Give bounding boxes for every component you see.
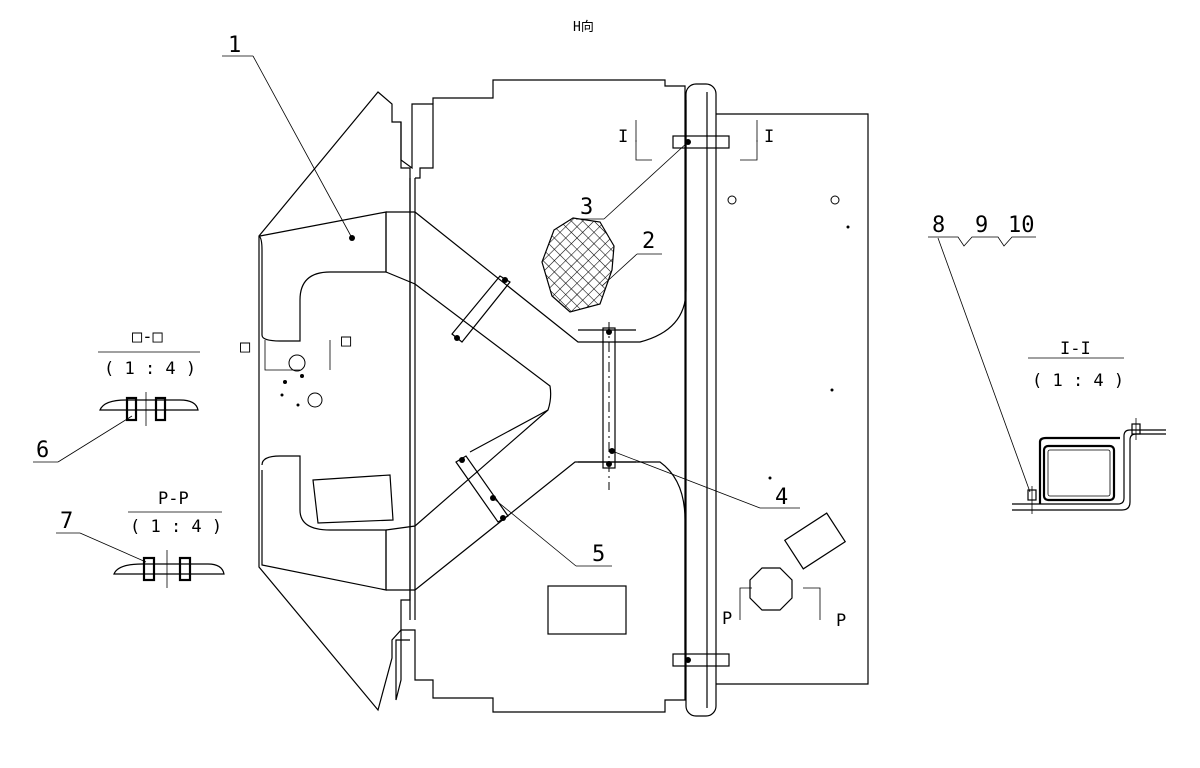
svg-text:P: P [722, 609, 732, 629]
callout-5: 5 [492, 497, 612, 567]
detail-p-section: P-P ( 1 : 4 ) [113, 489, 225, 588]
svg-text:8: 8 [932, 213, 945, 238]
svg-text:( 1 : 4 ): ( 1 : 4 ) [130, 517, 222, 537]
svg-text:P: P [836, 611, 846, 631]
section-mark-box: □ □ [240, 331, 352, 371]
vertical-rail [672, 83, 730, 717]
right-plate [716, 113, 869, 685]
svg-text:□: □ [341, 331, 352, 351]
svg-text:□-□: □-□ [132, 327, 163, 347]
callout-7: 7 [56, 509, 147, 563]
left-frame-panel [258, 91, 416, 712]
svg-text:6: 6 [36, 438, 49, 463]
strap-lower-left [455, 455, 509, 523]
center-vertical-strap [578, 322, 636, 490]
callout-4: 4 [611, 450, 800, 510]
octagonal-port [749, 567, 793, 611]
svg-text:10: 10 [1008, 213, 1035, 238]
svg-text:2: 2 [642, 229, 655, 254]
access-panel [547, 585, 627, 635]
lower-duct [261, 409, 686, 650]
callout-8-9-10: 8 9 10 [928, 213, 1036, 493]
detail-i-section: I-I ( 1 : 4 ) [1012, 339, 1166, 514]
left-panel-openings [280, 354, 323, 408]
detail-box-section: □-□ ( 1 : 4 ) [98, 327, 200, 426]
main-panel [395, 79, 686, 713]
svg-text:I: I [618, 127, 628, 147]
svg-text:I: I [764, 127, 774, 147]
svg-text:3: 3 [580, 195, 593, 220]
svg-text:□: □ [240, 337, 251, 357]
upper-duct [258, 100, 687, 453]
svg-text:P-P: P-P [158, 489, 189, 509]
strap-upper-left [451, 275, 511, 343]
mesh-filter [541, 217, 615, 313]
svg-text:9: 9 [975, 213, 988, 238]
svg-text:I-I: I-I [1060, 339, 1091, 359]
svg-text:( 1 : 4 ): ( 1 : 4 ) [1032, 371, 1124, 391]
svg-text:5: 5 [592, 542, 605, 567]
svg-text:1: 1 [228, 33, 241, 58]
section-mark-p: P P [722, 587, 846, 631]
svg-text:7: 7 [60, 509, 73, 534]
section-mark-i: I I [618, 120, 774, 161]
callout-3: 3 [576, 141, 689, 220]
callout-6: 6 [33, 415, 133, 463]
svg-text:4: 4 [775, 485, 788, 510]
callout-2: 2 [601, 229, 662, 287]
svg-text:( 1 : 4 ): ( 1 : 4 ) [104, 359, 196, 379]
view-title: H向 [573, 19, 594, 35]
callout-1: 1 [222, 33, 353, 239]
